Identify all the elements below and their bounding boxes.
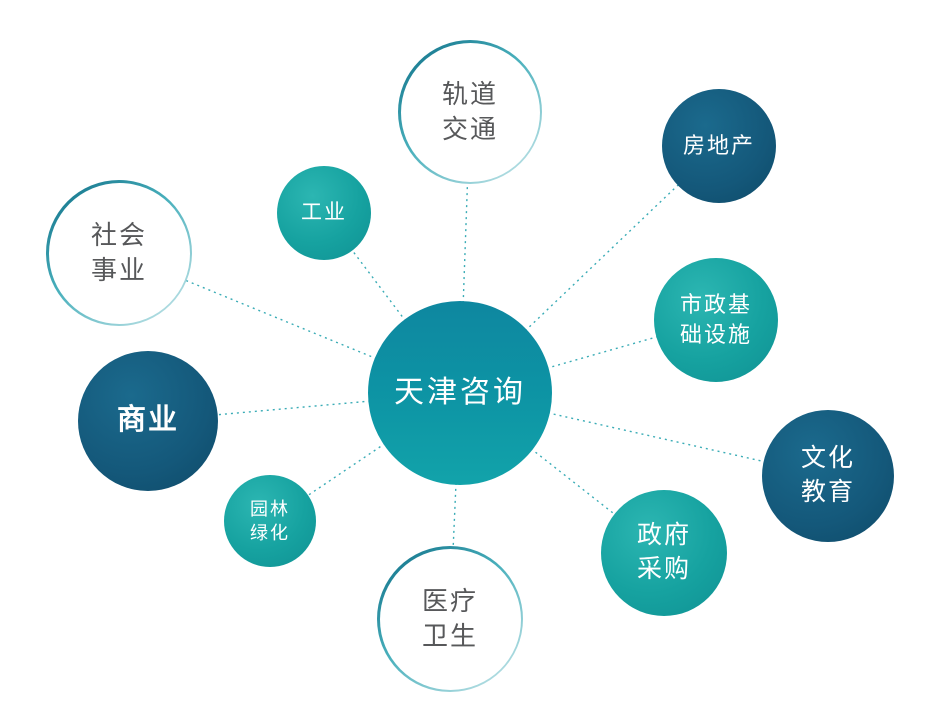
node-real-estate: 房地产 [662, 89, 776, 203]
hub-tianjin-consulting: 天津咨询 [368, 301, 552, 485]
node-culture-education: 文化 教育 [762, 410, 894, 542]
hub-label: 天津咨询 [394, 375, 526, 409]
node-commerce-face: 商业 [78, 351, 218, 491]
node-industry-face: 工业 [277, 166, 371, 260]
node-label: 商业 [116, 404, 179, 437]
node-label: 房地产 [682, 133, 755, 159]
node-rail-transit: 轨道 交通 [398, 40, 542, 184]
node-label: 轨道 交通 [441, 78, 498, 144]
node-label: 政府 采购 [636, 521, 691, 583]
node-government-procurement: 政府 采购 [601, 490, 727, 616]
node-label: 园林 绿化 [250, 498, 290, 543]
node-culture-education-face: 文化 教育 [762, 410, 894, 542]
node-label: 医疗 卫生 [421, 585, 478, 651]
node-rail-transit-face: 轨道 交通 [400, 42, 540, 182]
node-label: 社会 事业 [90, 219, 147, 285]
node-industry: 工业 [277, 166, 371, 260]
node-government-procurement-face: 政府 采购 [601, 490, 727, 616]
node-real-estate-face: 房地产 [662, 89, 776, 203]
node-landscaping: 园林 绿化 [224, 475, 316, 567]
node-municipal-infrastructure: 市政基 础设施 [654, 258, 778, 382]
node-social-undertakings: 社会 事业 [46, 180, 192, 326]
node-medical-health-face: 医疗 卫生 [379, 548, 521, 690]
hub-face: 天津咨询 [368, 301, 552, 485]
node-municipal-infrastructure-face: 市政基 础设施 [654, 258, 778, 382]
node-commerce: 商业 [78, 351, 218, 491]
node-label: 工业 [301, 200, 347, 224]
node-social-undertakings-face: 社会 事业 [48, 182, 190, 324]
node-label: 文化 教育 [800, 444, 855, 506]
node-landscaping-face: 园林 绿化 [224, 475, 316, 567]
node-label: 市政基 础设施 [679, 292, 752, 347]
node-medical-health: 医疗 卫生 [377, 546, 523, 692]
